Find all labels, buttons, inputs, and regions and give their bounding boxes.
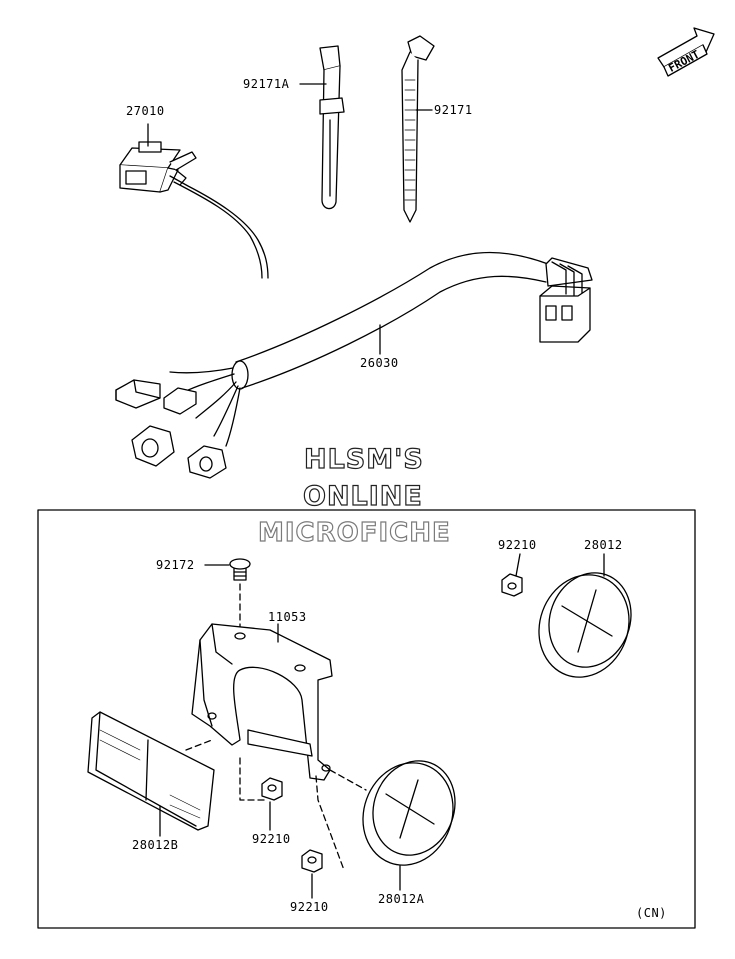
wire-harness-26030-drawing [115, 251, 593, 479]
watermark-line-2: ONLINE [302, 480, 423, 512]
part-label-11053: 11053 [268, 610, 307, 624]
switch-27010-drawing [119, 123, 269, 279]
reflector-28012-drawing [538, 553, 632, 678]
nut-92210-top-drawing [501, 553, 523, 597]
part-label-28012A: 28012A [378, 892, 425, 906]
nut-92210-bot-drawing [301, 775, 345, 899]
part-label-28012B: 28012B [132, 838, 179, 852]
strap-tie-92171A-drawing [299, 45, 345, 210]
nut-92210-mid-drawing [239, 757, 283, 831]
part-label-27010: 27010 [126, 104, 165, 118]
part-label-26030: 26030 [360, 356, 399, 370]
cable-tie-92171-drawing [401, 35, 435, 223]
region-code: (CN) [636, 906, 667, 920]
reflector-28012B-drawing [87, 711, 215, 837]
part-label-92171: 92171 [434, 103, 473, 117]
part-label-92210-top: 92210 [498, 538, 537, 552]
part-label-92210-bot: 92210 [290, 900, 329, 914]
part-label-92171A: 92171A [243, 77, 290, 91]
bracket-11053-drawing [191, 623, 333, 781]
screw-92172-drawing [204, 558, 251, 631]
watermark-line-3: MICROFICHE [257, 517, 451, 548]
reflector-group-border [37, 509, 696, 929]
part-label-92172: 92172 [156, 558, 195, 572]
front-arrow-icon: FRONT [657, 27, 715, 77]
watermark-line-1: HLSM'S [303, 443, 424, 475]
part-label-92210-mid: 92210 [252, 832, 291, 846]
part-label-28012: 28012 [584, 538, 623, 552]
reflector-28012A-drawing [329, 760, 456, 891]
